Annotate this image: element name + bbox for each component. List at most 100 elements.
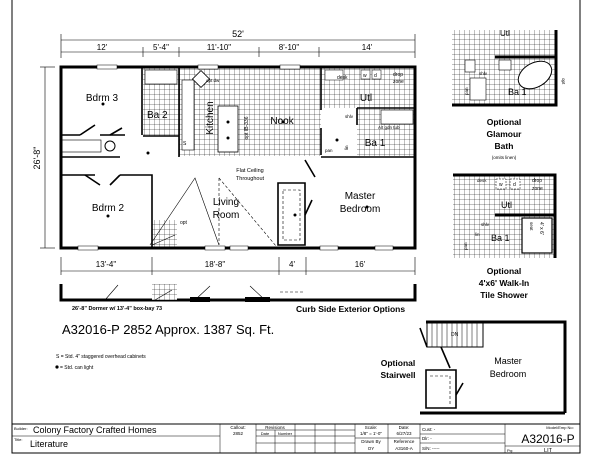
glamour-title-3: Bath xyxy=(495,141,514,151)
date-label: Date: xyxy=(399,425,410,430)
walkin-title-3: Tile Shower xyxy=(480,290,528,300)
dim-bottom-4: 16' xyxy=(355,260,366,269)
overall-depth-label: 26'-8" xyxy=(32,147,42,170)
title-label: Title: xyxy=(14,437,23,442)
dim-bottom-2: 18'-8" xyxy=(205,260,226,269)
label-s: S xyxy=(183,141,187,147)
flat-ceiling-note: Flat Ceiling xyxy=(236,168,264,174)
label-w: w xyxy=(363,73,367,79)
island-option: opt IB-336 xyxy=(244,116,250,139)
stair-title-2: Stairwell xyxy=(381,370,416,380)
label-lin: lin xyxy=(344,145,349,150)
main-floor-plan: Bdrm 3 Ba 2 Kitchen opt IB-336 Nook Utl … xyxy=(59,64,417,251)
room-nook: Nook xyxy=(270,116,294,127)
walkin-title-1: Optional xyxy=(487,266,521,276)
walkin-pan: pan xyxy=(463,242,468,250)
revision-number-header: Number xyxy=(278,431,293,436)
model-number: A32016-P xyxy=(521,432,574,446)
stair-dn: DN xyxy=(451,332,459,338)
stair-master: Master xyxy=(494,356,522,366)
title-value: Literature xyxy=(30,439,68,449)
bottom-dimensions: 13'-4" 18'-8" 4' 16' xyxy=(60,257,416,275)
label-d: d xyxy=(374,73,377,79)
serial-number-field: S/N: ----- xyxy=(422,446,440,451)
label-opt: opt xyxy=(180,220,188,226)
callout-value: 2852 xyxy=(233,431,244,436)
customer-field: Cust: - xyxy=(422,427,436,432)
glamour-opt: opt xyxy=(561,78,566,85)
exterior-options-strip: 26'-8" Dormer w/ 13'-4" box-bay 73 Curb … xyxy=(59,284,417,314)
walkin-desk: desk xyxy=(477,178,487,183)
walkin-zone: zone xyxy=(532,186,543,192)
flat-ceiling-note-2: Throughout xyxy=(236,176,265,182)
room-living-2: Room xyxy=(213,210,240,221)
drawn-by-label: Drawn By xyxy=(361,439,381,444)
date-value: 6/27/23 xyxy=(396,431,412,436)
overall-width-label: 52' xyxy=(232,29,244,39)
walkin-lin: lin xyxy=(475,232,480,237)
note-cabinets: S = Std. 4" staggered overhead cabinets xyxy=(56,354,146,360)
walkin-title-2: 4'x6' Walk-In xyxy=(479,278,530,288)
dim-top-1: 12' xyxy=(97,43,108,52)
stair-title-1: Optional xyxy=(381,358,415,368)
walkin-w: w xyxy=(499,182,503,188)
dim-top-2: 5'-4" xyxy=(153,43,169,52)
room-ba2: Ba 2 xyxy=(147,110,168,121)
drawn-by-value: OY xyxy=(368,446,375,451)
scale-label: Scale: xyxy=(365,425,378,430)
label-pan: pan xyxy=(325,148,333,153)
label-zone: zone xyxy=(393,79,404,85)
walkin-shlv: shlv xyxy=(481,222,490,227)
room-living: Living xyxy=(213,197,239,208)
dealer-field: Dlr: - xyxy=(422,436,432,441)
dim-top-5: 14' xyxy=(362,43,373,52)
model-label: Model/Emp No: xyxy=(546,425,574,430)
room-master: Master xyxy=(345,191,376,202)
dim-bottom-1: 13'-4" xyxy=(96,260,117,269)
revisions-label: Revisions xyxy=(265,425,285,430)
reference-value: A3160-A xyxy=(395,446,413,451)
label-drop: drop xyxy=(393,72,403,78)
page-value: LIT xyxy=(544,448,553,454)
glamour-pan: pan xyxy=(464,87,469,95)
glamour-ba1: Ba 1 xyxy=(508,87,527,97)
room-utl: Utl xyxy=(360,93,372,104)
builder-label: Builder: xyxy=(14,426,28,431)
glamour-utl: Utl xyxy=(500,29,510,38)
stair-bedroom: Bedroom xyxy=(490,369,527,379)
page-label: Pg: xyxy=(507,448,513,453)
glamour-bath-option: Utl Ba 1 shlv pan opt Optional Glamour B… xyxy=(452,29,566,160)
curb-side-title: Curb Side Exterior Options xyxy=(296,304,405,314)
top-dimensions: 52' 12' 5'-4" 11'-10" 8'-10" 14' xyxy=(60,29,416,58)
walkin-d: d xyxy=(513,182,516,188)
glamour-note: (omits linen) xyxy=(492,155,517,160)
glamour-title-2: Glamour xyxy=(487,129,523,139)
walkin-utl: Utl xyxy=(501,200,512,210)
glamour-title-1: Optional xyxy=(487,117,521,127)
label-alt-gdn-tub: Alt gdn tub xyxy=(378,125,400,130)
note-can-light: = Std. can light xyxy=(60,365,94,371)
room-ba1: Ba 1 xyxy=(365,138,386,149)
label-shlv: shlv xyxy=(345,114,354,119)
revision-date-header: Date xyxy=(261,431,270,436)
scale-value: 1/8" = 1'-0" xyxy=(360,431,382,436)
stairwell-option: DN Master Bedroom Optional Stairwell xyxy=(381,320,567,415)
side-dimension: 26'-8" xyxy=(32,66,55,249)
dim-top-4: 8'-10" xyxy=(279,43,300,52)
plan-summary: A32016-P 2852 Approx. 1387 Sq. Ft. xyxy=(62,322,274,337)
room-bdrm2: Bdrm 2 xyxy=(92,203,125,214)
room-kitchen: Kitchen xyxy=(205,101,216,134)
room-bdrm3: Bdrm 3 xyxy=(86,93,119,104)
glamour-shlv: shlv xyxy=(479,71,488,76)
dim-bottom-3: 4' xyxy=(289,260,295,269)
room-master-2: Bedroom xyxy=(340,204,381,215)
dim-top-3: 11'-10" xyxy=(207,43,231,52)
label-desk: desk xyxy=(337,75,348,81)
walkin-seat: seat xyxy=(529,222,534,231)
title-block: Builder: Colony Factory Crafted Homes Ti… xyxy=(11,423,581,454)
walkin-ba1: Ba 1 xyxy=(491,233,510,243)
builder-name: Colony Factory Crafted Homes xyxy=(33,425,157,435)
dormer-caption: 26'-8" Dormer w/ 13'-4" box-bay 73 xyxy=(72,306,162,312)
walkin-shower-option: desk w d drop zone Utl Ba 1 lin shlv pan… xyxy=(453,173,557,300)
